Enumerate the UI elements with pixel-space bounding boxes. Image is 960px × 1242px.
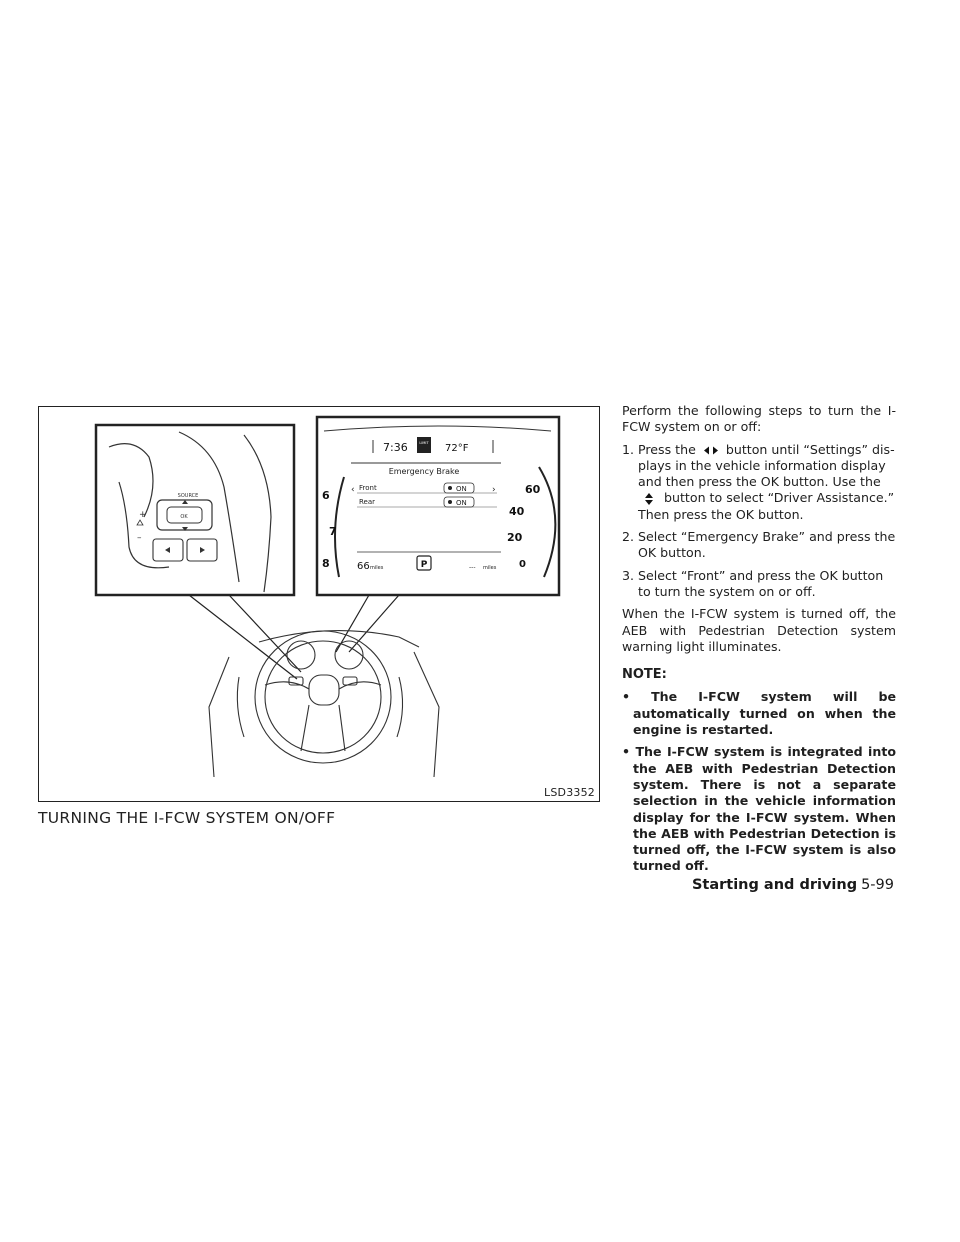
step-1-text-b: button until “Settings” dis­plays in the… [638,441,895,490]
display-rear-state: ON [456,499,467,507]
note-heading: NOTE: [622,667,667,683]
illustration-figure: OK SOURCE + – 7:36 LIMIT 72°F Emergency … [38,406,600,802]
up-down-arrow-icon [645,492,653,505]
left-right-arrow-icon [703,446,718,455]
source-button-label: SOURCE [178,493,199,499]
speed-20: 20 [507,531,523,544]
display-time: 7:36 [383,441,408,454]
display-gear: P [421,560,428,570]
step-3-text: 3. Select “Front” and press the OK butto… [622,567,884,599]
step-3: 3. Select “Front” and press the OK butto… [622,568,896,601]
volume-plus-label: + [139,510,147,520]
display-temperature: 72°F [445,443,469,454]
step-1: 1. Press the button until “Settings” dis… [622,442,896,523]
footer-section-name: Starting and driving [691,877,858,893]
vehicle-information-display-inset: 7:36 LIMIT 72°F Emergency Brake ‹ › Fron… [315,415,561,597]
speed-60: 60 [525,483,541,496]
step-2-text: 2. Select “Emergency Brake” and press th… [622,529,896,561]
step-1-text-c: button to select “Driver Assistance.” Th… [638,490,895,522]
display-rear-label: Rear [359,498,375,506]
note-item-2: • The I-FCW system is integrated into th… [622,744,896,874]
display-range-value: 66 [357,561,370,572]
step-1-text-a: 1. Press the [622,441,696,457]
display-fuel-unit: miles [483,565,497,571]
speed-40: 40 [509,505,525,518]
tach-8: 8 [322,557,330,570]
step-2: 2. Select “Emergency Brake” and press th… [622,529,896,562]
tach-7: 7 [329,525,337,538]
display-front-label: Front [359,484,377,492]
speed-0: 0 [519,559,526,570]
figure-code: LSD3352 [544,786,595,799]
ok-button-label: OK [180,514,188,520]
tach-6: 6 [322,489,330,502]
steering-wheel-illustration: OK SOURCE + – 7:36 LIMIT 72°F Emergency … [94,415,561,778]
steering-switch-inset: OK SOURCE + – [94,423,296,597]
display-range-unit: miles [370,565,384,571]
limit-sign-label: LIMIT [419,441,429,445]
volume-minus-label: – [137,533,142,543]
display-chevron-left: ‹ [351,485,355,495]
footer-page-number: 5-99 [861,877,894,893]
display-front-state: ON [456,485,467,493]
note-item-1: • The I-FCW system will be automatically… [622,689,896,738]
intro-paragraph: Perform the following steps to turn the … [622,403,896,435]
display-fuel-dashes: --- [469,564,476,571]
section-title: TURNING THE I-FCW SYSTEM ON/OFF [38,809,336,827]
instruction-column: Perform the following steps to turn the … [622,403,896,881]
dashboard-steering-wheel [208,630,440,778]
warning-paragraph: When the I-FCW system is turned off, the… [622,606,896,654]
display-menu-title: Emergency Brake [389,467,460,476]
display-chevron-right: › [492,485,496,495]
